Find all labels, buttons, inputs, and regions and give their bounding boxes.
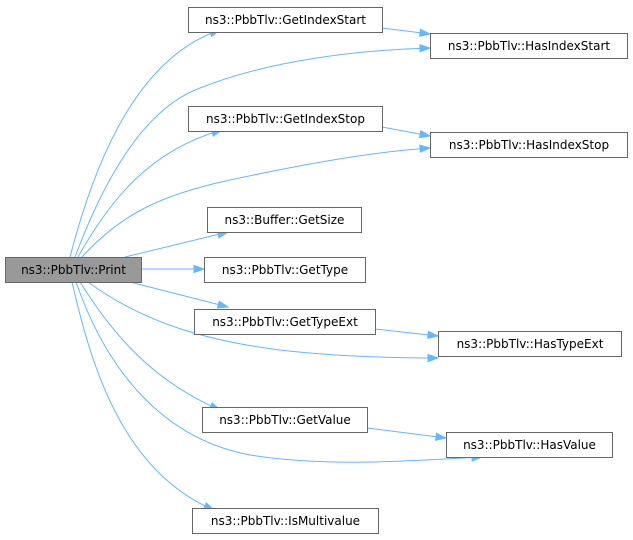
edge-line: [81, 147, 431, 258]
arrowhead-icon: [419, 44, 432, 53]
edge-print-to-getIndexStop: [77, 128, 224, 258]
edge-getIndexStop-to-hasIndexStop: [381, 126, 432, 139]
node-getIndexStop[interactable]: ns3::PbbTlv::GetIndexStop: [188, 106, 383, 132]
edge-line: [374, 328, 439, 337]
node-hasValue[interactable]: ns3::PbbTlv::HasValue: [446, 432, 613, 458]
edge-line: [87, 281, 439, 359]
node-label: ns3::PbbTlv::Print: [21, 263, 126, 277]
arrowhead-icon: [419, 144, 432, 153]
edge-line: [79, 281, 221, 411]
node-getIndexStart[interactable]: ns3::PbbTlv::GetIndexStart: [188, 7, 383, 33]
node-label: ns3::PbbTlv::HasTypeExt: [457, 337, 604, 351]
edge-print-to-hasTypeExt: [87, 281, 440, 363]
edge-print-to-getValue: [79, 281, 222, 411]
node-getTypeExt[interactable]: ns3::PbbTlv::GetTypeExt: [194, 309, 376, 335]
node-label: ns3::PbbTlv::HasValue: [463, 438, 596, 452]
node-hasIndexStop[interactable]: ns3::PbbTlv::HasIndexStop: [430, 132, 628, 158]
arrowhead-icon: [418, 129, 432, 139]
edge-print-to-hasIndexStart: [74, 44, 432, 258]
function-nodes: ns3::PbbTlv::Print ns3::PbbTlv::GetIndexS…: [5, 7, 628, 534]
node-box[interactable]: [430, 132, 628, 158]
edge-getValue-to-hasValue: [366, 427, 448, 441]
edge-line: [75, 281, 483, 463]
node-label: ns3::PbbTlv::HasIndexStop: [449, 138, 609, 152]
node-box[interactable]: [192, 508, 379, 534]
arrowhead-icon: [427, 330, 440, 340]
arrowhead-icon: [435, 432, 448, 441]
node-label: ns3::PbbTlv::HasIndexStart: [448, 39, 611, 53]
node-box[interactable]: [204, 257, 366, 283]
node-label: ns3::PbbTlv::GetIndexStop: [206, 112, 365, 126]
edge-print-to-hasIndexStop: [81, 144, 432, 258]
arrowhead-icon: [216, 300, 230, 309]
edge-line: [124, 231, 229, 258]
edge-getIndexStart-to-hasIndexStart: [381, 27, 432, 37]
node-label: ns3::PbbTlv::GetType: [222, 263, 348, 277]
node-getType[interactable]: ns3::PbbTlv::GetType: [204, 257, 366, 283]
node-isMultivalue[interactable]: ns3::PbbTlv::IsMultivalue: [192, 508, 379, 534]
node-box[interactable]: [194, 309, 376, 335]
edge-line: [366, 427, 447, 439]
edge-print-to-bufferGetSize: [124, 230, 230, 258]
edge-line: [71, 281, 215, 511]
edge-print-to-getType: [141, 264, 206, 274]
node-box[interactable]: [438, 331, 622, 357]
node-label: ns3::PbbTlv::GetIndexStart: [205, 13, 366, 27]
node-box[interactable]: [446, 432, 613, 458]
node-label: ns3::PbbTlv::GetValue: [219, 413, 351, 427]
edge-getTypeExt-to-hasTypeExt: [374, 328, 440, 340]
node-label: ns3::Buffer::GetSize: [225, 213, 345, 227]
arrowhead-icon: [419, 28, 432, 37]
node-box[interactable]: [5, 257, 142, 283]
node-label: ns3::PbbTlv::IsMultivalue: [211, 514, 360, 528]
node-box[interactable]: [430, 33, 628, 59]
edge-line: [74, 47, 431, 258]
node-box[interactable]: [207, 207, 362, 233]
node-box[interactable]: [188, 7, 383, 33]
node-label: ns3::PbbTlv::GetTypeExt: [212, 315, 358, 329]
node-hasIndexStart[interactable]: ns3::PbbTlv::HasIndexStart: [430, 33, 628, 59]
node-getValue[interactable]: ns3::PbbTlv::GetValue: [202, 407, 368, 433]
node-box[interactable]: [202, 407, 368, 433]
edge-line: [77, 129, 223, 258]
node-box[interactable]: [188, 106, 383, 132]
node-print[interactable]: ns3::PbbTlv::Print: [5, 257, 142, 283]
edge-line: [69, 29, 221, 258]
node-bufferGetSize[interactable]: ns3::Buffer::GetSize: [207, 207, 362, 233]
edge-line: [129, 281, 229, 308]
arrowhead-icon: [193, 264, 206, 274]
node-hasTypeExt[interactable]: ns3::PbbTlv::HasTypeExt: [438, 331, 622, 357]
edge-print-to-getTypeExt: [129, 281, 230, 309]
edge-print-to-getIndexStart: [69, 29, 222, 258]
arrowhead-icon: [427, 353, 440, 363]
